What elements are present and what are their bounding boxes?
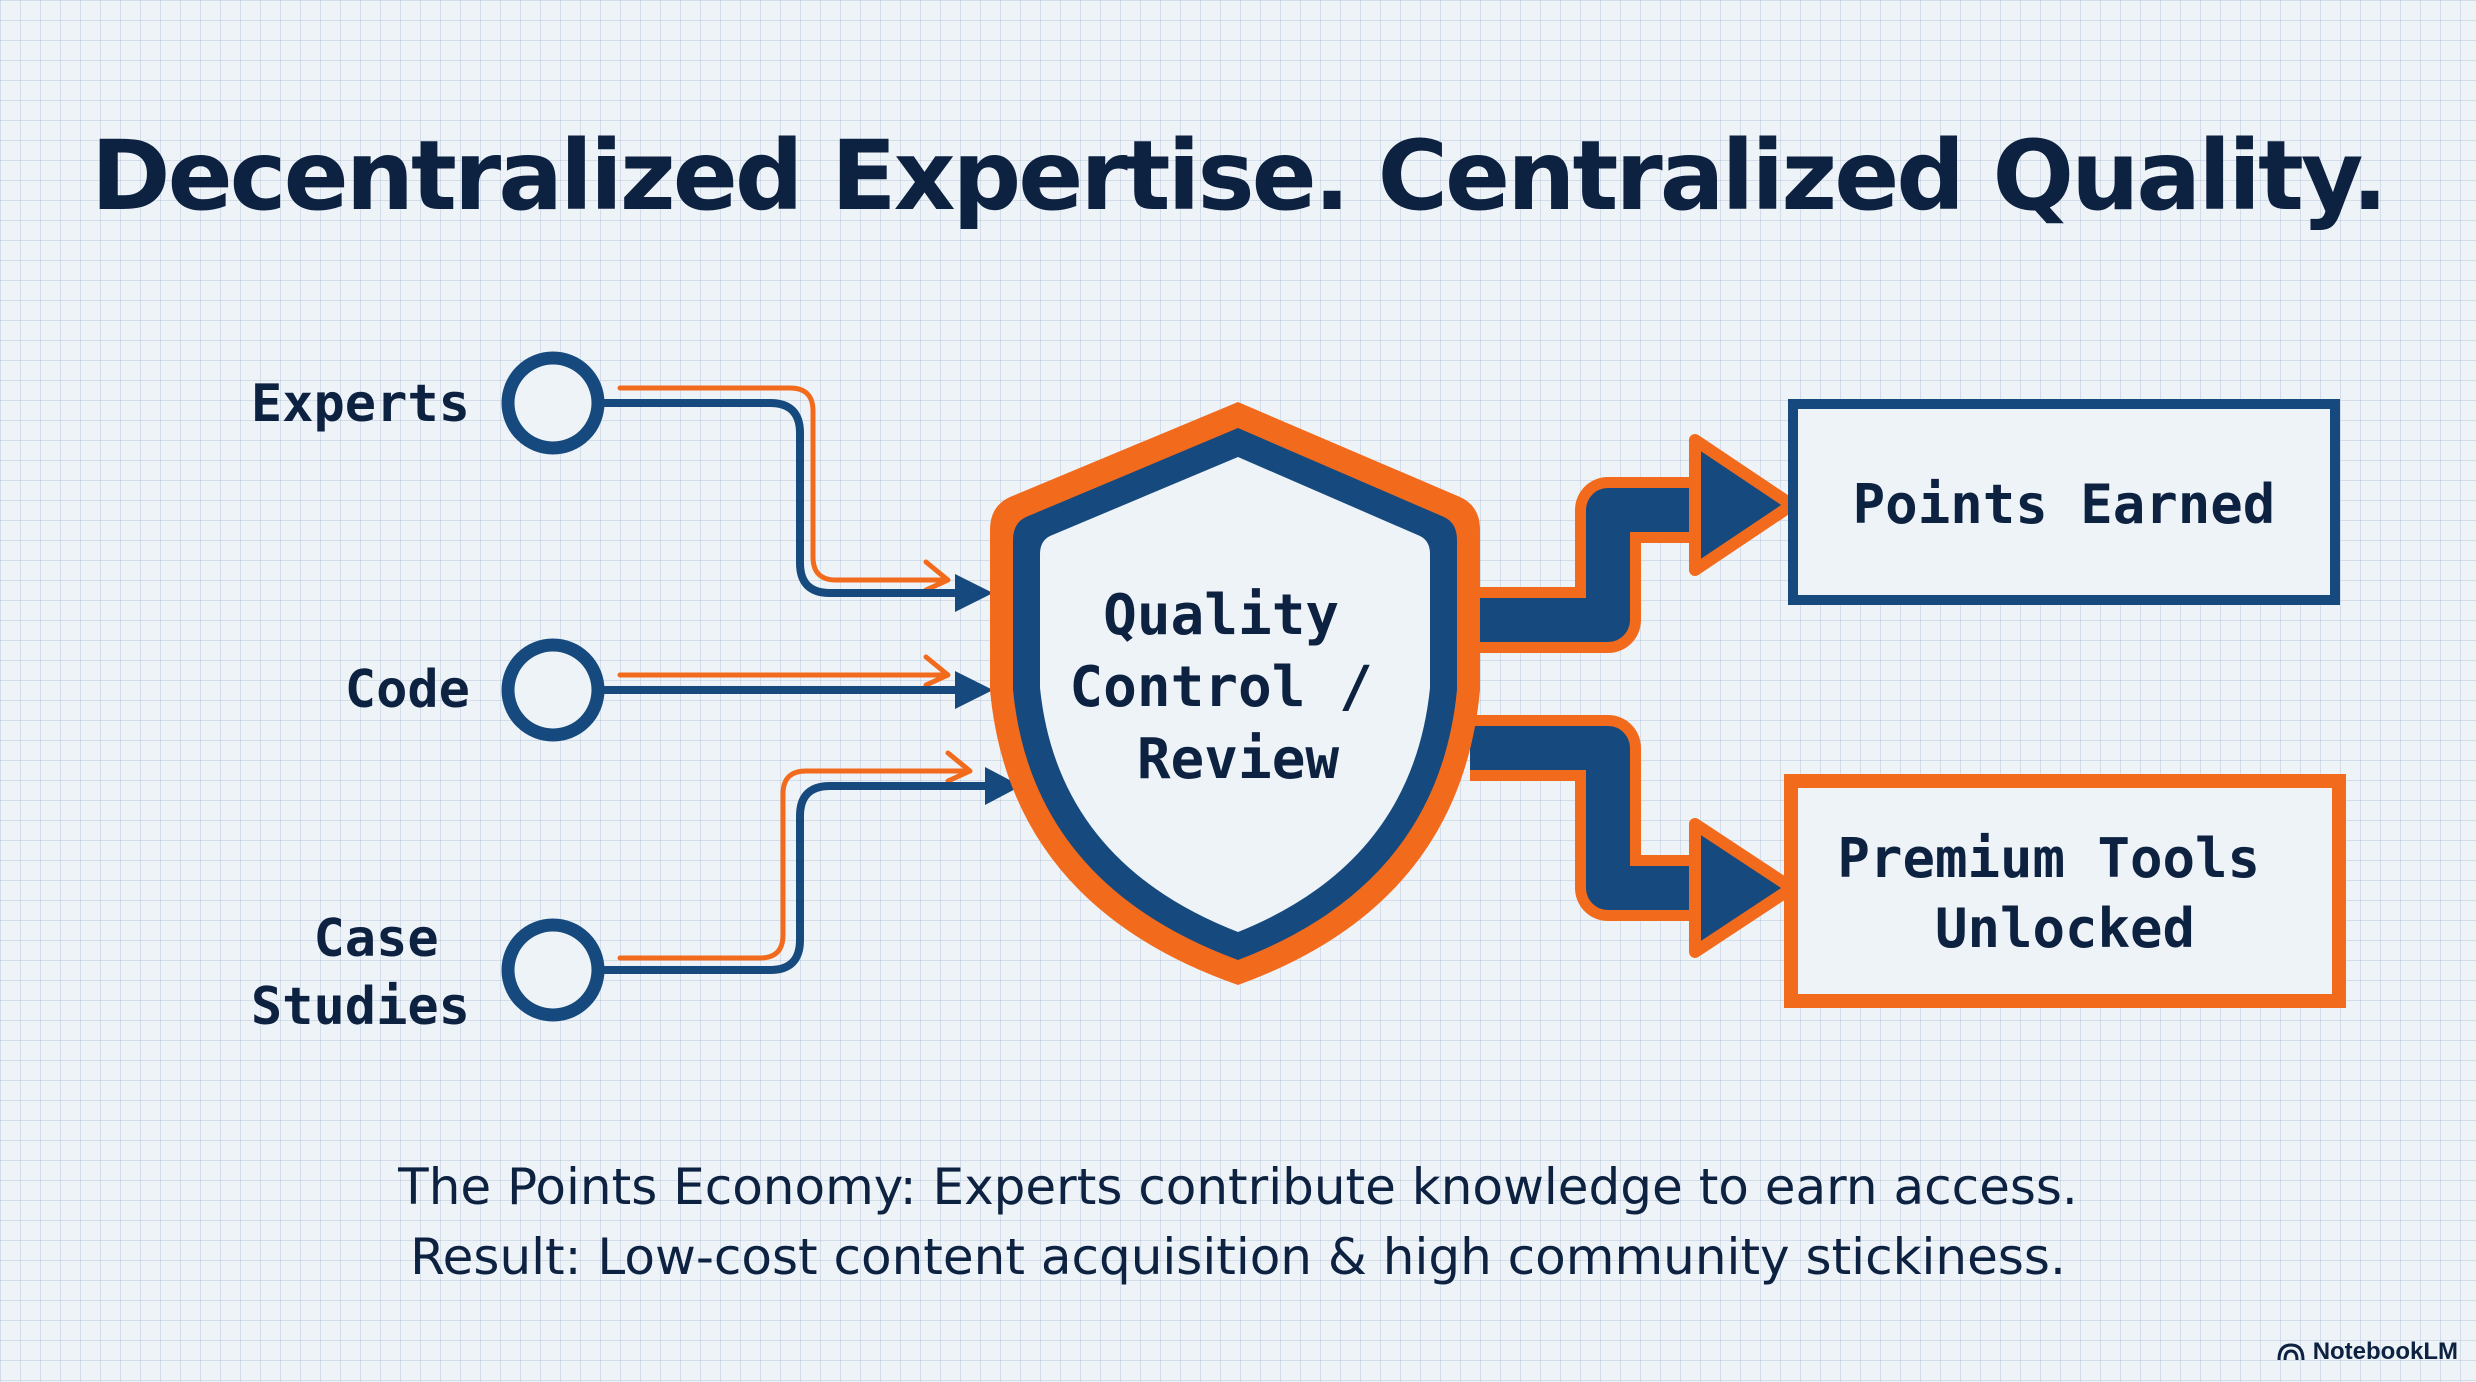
brand-watermark: NotebookLM <box>2277 1338 2458 1366</box>
shield-label: Quality Control / Review <box>1069 583 1406 792</box>
arrowhead-code <box>955 671 993 709</box>
output-arrow-top <box>1470 434 1798 653</box>
quality-shield: Quality Control / Review <box>990 402 1480 985</box>
input-connectors-navy <box>601 399 992 974</box>
caption: The Points Economy: Experts contribute k… <box>0 1152 2476 1292</box>
shield-face <box>1040 457 1430 932</box>
caption-line-2: Result: Low-cost content acquisition & h… <box>410 1228 2066 1286</box>
notebooklm-logo-icon <box>2277 1343 2305 1361</box>
input-arrowheads-orange <box>923 559 973 784</box>
brand-name: NotebookLM <box>2312 1338 2458 1365</box>
output-arrowhead-bottom <box>1689 818 1798 958</box>
output-box-points-earned: Points Earned <box>1788 399 2340 605</box>
input-label-experts: Experts <box>251 374 470 434</box>
output-arrow-bottom <box>1470 715 1798 958</box>
arrowhead-experts <box>955 574 993 612</box>
output-label-premium-tools: Premium Tools Unlocked <box>1837 827 2292 960</box>
output-box-premium-tools: Premium Tools Unlocked <box>1784 774 2346 1008</box>
input-node-case-studies <box>501 918 605 1022</box>
connector-experts-navy <box>601 399 962 597</box>
arrowhead-case <box>985 767 1021 805</box>
input-node-code <box>501 638 605 742</box>
connector-experts-orange <box>617 385 949 583</box>
input-label-code: Code <box>345 660 470 720</box>
input-connectors-orange <box>617 385 971 961</box>
page-title: Decentralized Expertise. Centralized Qua… <box>90 120 2388 232</box>
caption-line-1: The Points Economy: Experts contribute k… <box>398 1158 2078 1216</box>
output-arrowhead-top <box>1689 434 1798 576</box>
connector-case-navy <box>601 782 992 974</box>
input-arrowheads-navy <box>955 574 1021 805</box>
connector-case-orange <box>617 768 971 961</box>
output-label-points-earned: Points Earned <box>1853 473 2276 536</box>
input-node-experts <box>501 351 605 455</box>
input-label-case-studies: Case Studies <box>251 909 470 1037</box>
